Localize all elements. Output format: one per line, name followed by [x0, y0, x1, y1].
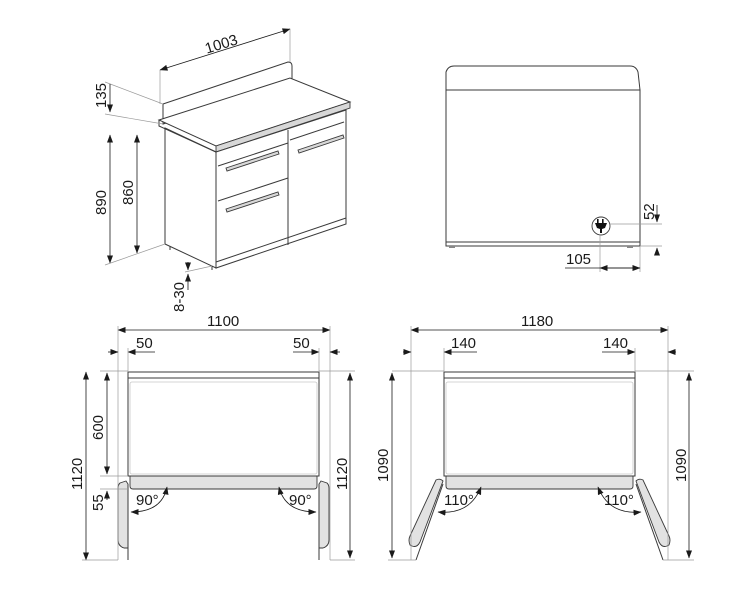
- dim-backguard-135: 135: [93, 83, 110, 108]
- dim-height-890: 890: [93, 190, 110, 215]
- dim-width-1180: 1180: [521, 313, 553, 330]
- angle-right-110: 110°: [604, 492, 634, 509]
- dim-depth-600: 600: [90, 415, 107, 440]
- power-plug-icon: [591, 216, 611, 236]
- drawer-handle-top: [225, 150, 280, 172]
- dim-door-55: 55: [90, 494, 107, 511]
- top-view-110-degree: 1180 140 140 1090 1090 110° 110°: [375, 313, 694, 561]
- dim-width-1003: 1003: [203, 32, 240, 58]
- angle-left-110: 110°: [444, 492, 474, 509]
- dim-clearance-right-50: 50: [293, 335, 310, 352]
- dim-height-left-1090: 1090: [375, 449, 392, 482]
- dim-height-860: 860: [120, 180, 137, 205]
- dim-height-right-1090: 1090: [673, 449, 690, 482]
- angle-right-90: 90°: [289, 492, 312, 509]
- top-view-90-degree: 1100 50 50 600 55 1120 1120 90° 90°: [69, 313, 355, 561]
- dim-height-right-1120: 1120: [334, 458, 351, 490]
- dim-plug-height-52: 52: [641, 203, 658, 220]
- dim-clearance-right-140: 140: [603, 335, 628, 352]
- dim-clearance-left-50: 50: [136, 335, 153, 352]
- dim-plug-offset-105: 105: [566, 251, 591, 268]
- perspective-view: 1003 135 890 860 8-30: [93, 28, 352, 312]
- dim-clearance-left-140: 140: [451, 335, 476, 352]
- dim-feet-8-30: 8-30: [171, 282, 188, 312]
- dim-width-1100: 1100: [207, 313, 239, 330]
- door-handle: [297, 134, 345, 154]
- angle-left-90: 90°: [136, 492, 159, 509]
- rear-view: 52 105: [445, 65, 662, 272]
- drawer-handle-bottom: [225, 191, 280, 213]
- dim-height-left-1120: 1120: [69, 458, 86, 490]
